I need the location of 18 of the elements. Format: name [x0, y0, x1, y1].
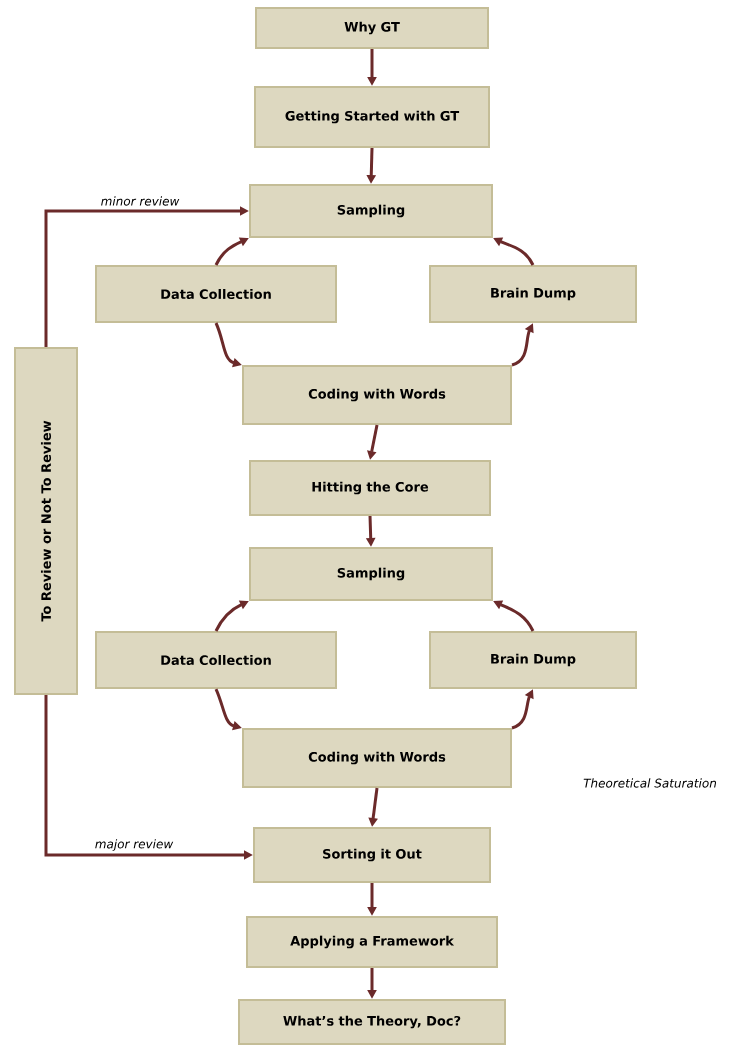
process-box: Sorting it Out [253, 827, 491, 883]
process-box: What’s the Theory, Doc? [238, 999, 506, 1045]
process-box: Hitting the Core [249, 460, 491, 516]
edge-label: major review [95, 839, 174, 851]
process-box: Why GT [255, 7, 489, 49]
process-box: Coding with Words [242, 365, 512, 425]
process-box: Sampling [249, 547, 493, 601]
process-box: Sampling [249, 184, 493, 238]
edge-label: minor review [101, 196, 180, 206]
side-bar: To Review or Not To Review [14, 347, 78, 695]
process-box: Getting Started with GT [254, 86, 490, 148]
process-box: Brain Dump [429, 265, 637, 323]
process-box: Data Collection [95, 631, 337, 689]
process-box: Brain Dump [429, 631, 637, 689]
note-text: Theoretical Saturation [583, 778, 717, 788]
process-box: Coding with Words [242, 728, 512, 788]
process-box: Applying a Framework [246, 916, 498, 968]
process-box: Data Collection [95, 265, 337, 323]
